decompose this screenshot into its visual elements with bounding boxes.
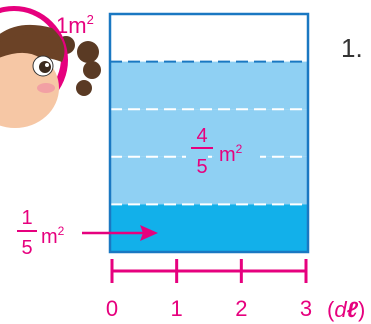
shaded-part (110, 109, 308, 157)
top-area-label: 1m2 (56, 12, 94, 38)
shaded-denominator: 5 (196, 156, 207, 178)
shaded-part (110, 157, 308, 205)
scale-unit: (dℓ) (327, 297, 365, 322)
shaded-numerator: 4 (196, 125, 207, 147)
number-line-tick-label: 1 (171, 296, 183, 321)
bottom-fraction-label: 1 5 m2 (17, 207, 65, 259)
bottom-denominator: 5 (21, 237, 32, 259)
bottom-unit: m2 (41, 224, 65, 248)
number-line: 0 1 2 3 (106, 259, 312, 321)
empty-part (110, 14, 308, 62)
number-line-tick-label: 3 (300, 296, 312, 321)
shaded-part (110, 62, 308, 110)
number-line-tick-label: 2 (235, 296, 247, 321)
number-line-tick-label: 0 (106, 296, 118, 321)
area-container (110, 14, 308, 252)
problem-number: 1. (341, 33, 363, 63)
highlighted-part (110, 204, 308, 252)
bottom-numerator: 1 (21, 207, 32, 229)
